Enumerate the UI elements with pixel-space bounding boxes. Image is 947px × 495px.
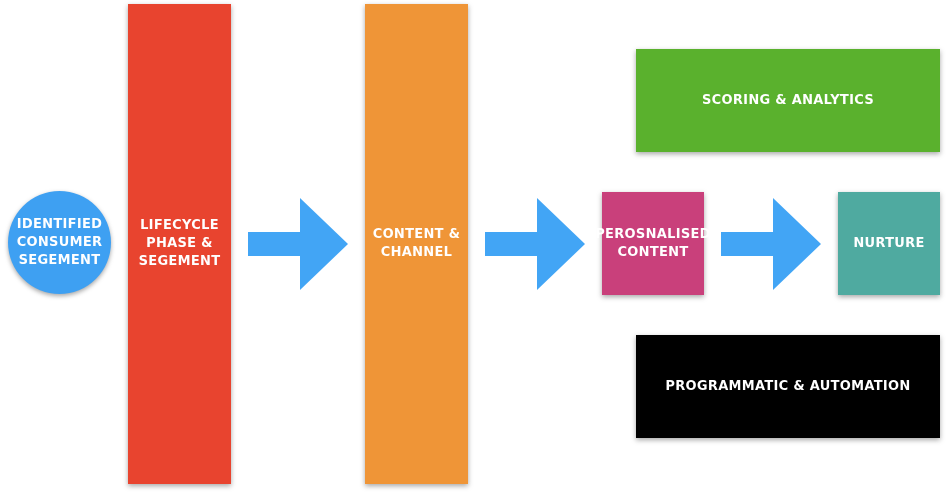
identified-consumer-segment-node: IDENTIFIED CONSUMER SEGEMENT — [8, 191, 111, 294]
programmatic-automation-node: PROGRAMMATIC & AUTOMATION — [636, 335, 940, 438]
arrow-right-icon — [485, 198, 585, 290]
scoring-analytics-node: SCORING & ANALYTICS — [636, 49, 940, 152]
arrow-right-icon — [248, 198, 348, 290]
arrow-right-icon — [721, 198, 821, 290]
lifecycle-phase-segment-node: LIFECYCLE PHASE & SEGEMENT — [128, 4, 231, 484]
personalised-content-node: PEROSNALISED CONTENT — [595, 192, 710, 295]
content-channel-node: CONTENT & CHANNEL — [365, 4, 468, 484]
nurture-node: NURTURE — [838, 192, 940, 295]
